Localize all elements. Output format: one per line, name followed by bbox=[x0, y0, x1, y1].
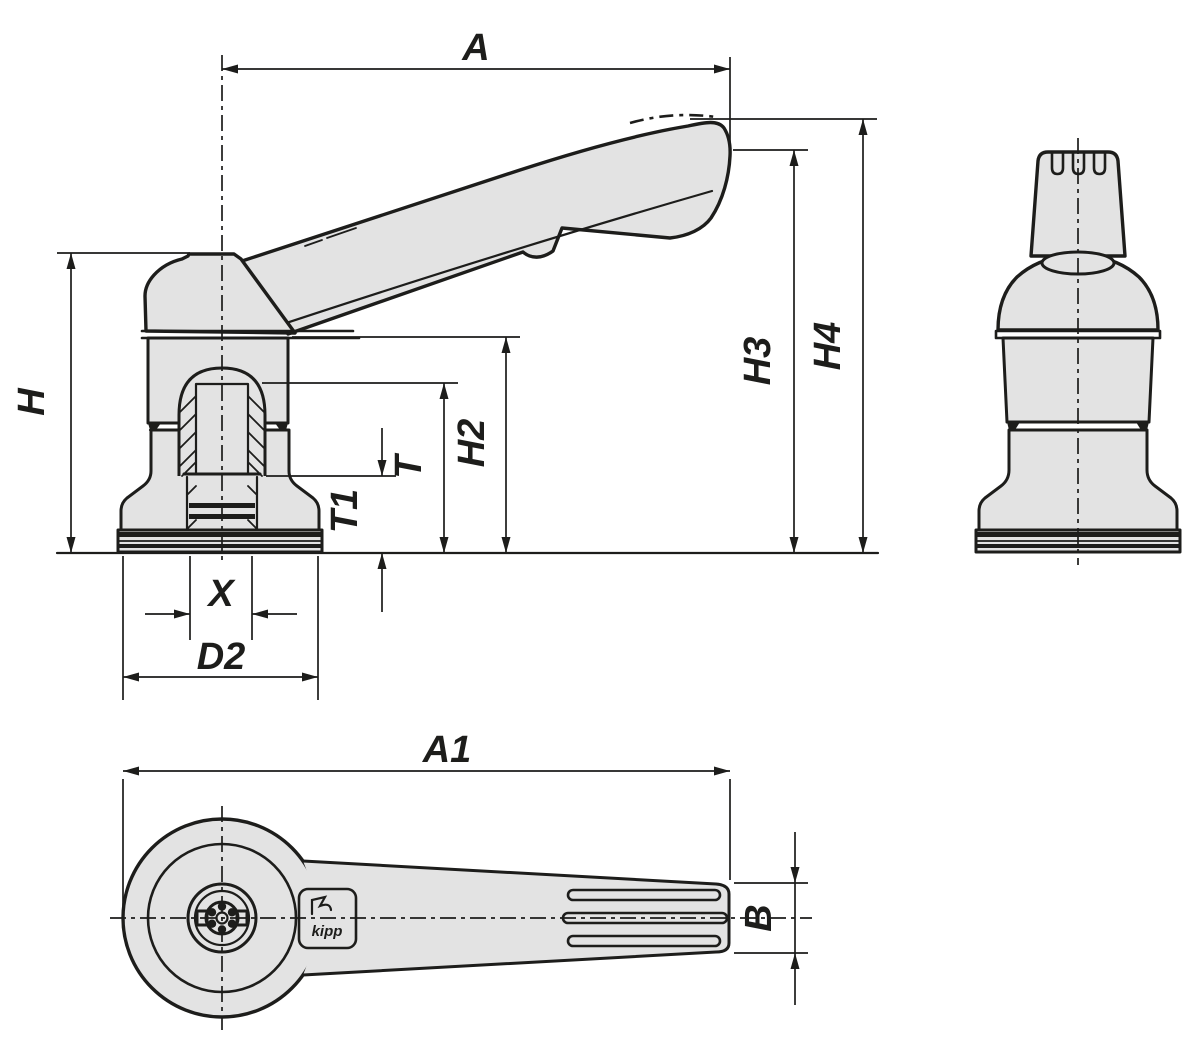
dim-D2-arrow-right bbox=[302, 672, 318, 682]
dim-T-lines bbox=[262, 382, 458, 553]
dim-T-arrow-top bbox=[439, 383, 449, 399]
dim-label-D2: D2 bbox=[197, 636, 246, 678]
dim-A1-arrow-left bbox=[123, 766, 139, 776]
dim-H-lines bbox=[57, 252, 190, 553]
dimension-H4: H4 bbox=[690, 118, 877, 553]
dim-label-H: H bbox=[11, 387, 53, 416]
dimension-T1: T1 bbox=[266, 428, 396, 612]
side-view: A H H2 T T1 bbox=[11, 27, 880, 700]
handle-chamfer-line bbox=[257, 189, 714, 334]
dim-A-arrow-right bbox=[714, 64, 730, 74]
dim-B-arrow-bottom bbox=[790, 953, 800, 969]
dim-D2-lines bbox=[122, 556, 319, 700]
dim-label-A1: A1 bbox=[422, 729, 472, 771]
handle-edge-mark-2 bbox=[326, 227, 357, 239]
dim-T1-arrow-top bbox=[377, 460, 387, 476]
bore-lower-walls bbox=[185, 475, 259, 531]
top-arm-slot-3 bbox=[566, 934, 722, 948]
dimension-B: B bbox=[734, 832, 808, 1005]
dimension-A: A bbox=[222, 27, 731, 152]
handle-edge-mark-1 bbox=[304, 239, 323, 247]
dim-H-arrow-bottom bbox=[66, 537, 76, 553]
kipp-logo-lever-icon bbox=[310, 895, 333, 916]
dimension-T: T bbox=[262, 382, 458, 553]
hub-groove-notch-left bbox=[148, 423, 161, 430]
top-arm-slot-1 bbox=[566, 888, 722, 902]
dim-D2-arrow-left bbox=[123, 672, 139, 682]
dim-H4-arrow-bottom bbox=[858, 537, 868, 553]
dim-label-H2: H2 bbox=[451, 419, 493, 468]
dimension-H: H bbox=[11, 252, 190, 553]
top-screw-recess-circle bbox=[186, 882, 258, 954]
front-washer-band-2 bbox=[976, 544, 1180, 548]
dim-label-H4: H4 bbox=[807, 322, 849, 371]
dim-H-arrow-top bbox=[66, 253, 76, 269]
dimension-X: X bbox=[145, 556, 297, 640]
thread-inner-lines bbox=[194, 382, 250, 475]
dim-label-T: T bbox=[388, 453, 430, 479]
dimension-H3: H3 bbox=[733, 149, 808, 553]
dim-H4-lines bbox=[690, 118, 877, 553]
dim-H3-lines bbox=[733, 149, 808, 553]
dim-A1-arrow-right bbox=[714, 766, 730, 776]
washer-band-1 bbox=[118, 532, 322, 537]
dim-label-T1: T1 bbox=[324, 489, 366, 533]
dim-label-H3: H3 bbox=[737, 337, 779, 386]
phantom-arc bbox=[629, 113, 717, 125]
dim-X-lines bbox=[145, 556, 297, 640]
hub-cap bbox=[143, 252, 297, 335]
front-groove-notch-right bbox=[1136, 422, 1149, 430]
dim-X-arrow-left bbox=[174, 609, 190, 619]
torx-screw-lobes bbox=[207, 902, 237, 934]
washer-band-2 bbox=[118, 544, 322, 548]
dim-A-lines bbox=[222, 57, 731, 152]
dim-label-A: A bbox=[461, 27, 489, 69]
dim-T-arrow-bottom bbox=[439, 537, 449, 553]
dim-B-lines bbox=[734, 832, 808, 1005]
top-arm-outline bbox=[301, 859, 731, 977]
dim-H4-arrow-top bbox=[858, 119, 868, 135]
dim-H2-lines bbox=[292, 336, 520, 553]
thread-hatching-right bbox=[247, 395, 265, 477]
top-view: A1 kipp bbox=[110, 729, 812, 1030]
handle-arm bbox=[240, 120, 732, 336]
dim-A1-lines bbox=[122, 770, 731, 914]
thread-hatching-lower bbox=[187, 485, 257, 529]
dimension-D2: D2 bbox=[122, 556, 319, 700]
dim-H2-arrow-bottom bbox=[501, 537, 511, 553]
hub-groove-notch-right bbox=[275, 423, 288, 430]
torx-screw-center bbox=[215, 911, 229, 925]
dim-T1-arrow-bottom bbox=[377, 553, 387, 569]
handle-edge-mark-3 bbox=[503, 166, 529, 176]
dim-label-X: X bbox=[206, 573, 236, 615]
front-groove-notch-left bbox=[1007, 422, 1020, 430]
dimension-H2: H2 bbox=[292, 336, 520, 553]
dim-H3-arrow-bottom bbox=[789, 537, 799, 553]
kipp-logo-text: kipp bbox=[312, 923, 343, 940]
dim-X-arrow-right bbox=[252, 609, 268, 619]
dim-A-arrow-left bbox=[222, 64, 238, 74]
dimension-A1: A1 bbox=[122, 729, 731, 914]
dim-B-arrow-top bbox=[790, 867, 800, 883]
dim-H3-arrow-top bbox=[789, 150, 799, 166]
dim-H2-arrow-top bbox=[501, 337, 511, 353]
dim-label-B: B bbox=[738, 904, 780, 931]
front-view bbox=[974, 138, 1182, 565]
thread-hatching-left bbox=[179, 395, 197, 477]
